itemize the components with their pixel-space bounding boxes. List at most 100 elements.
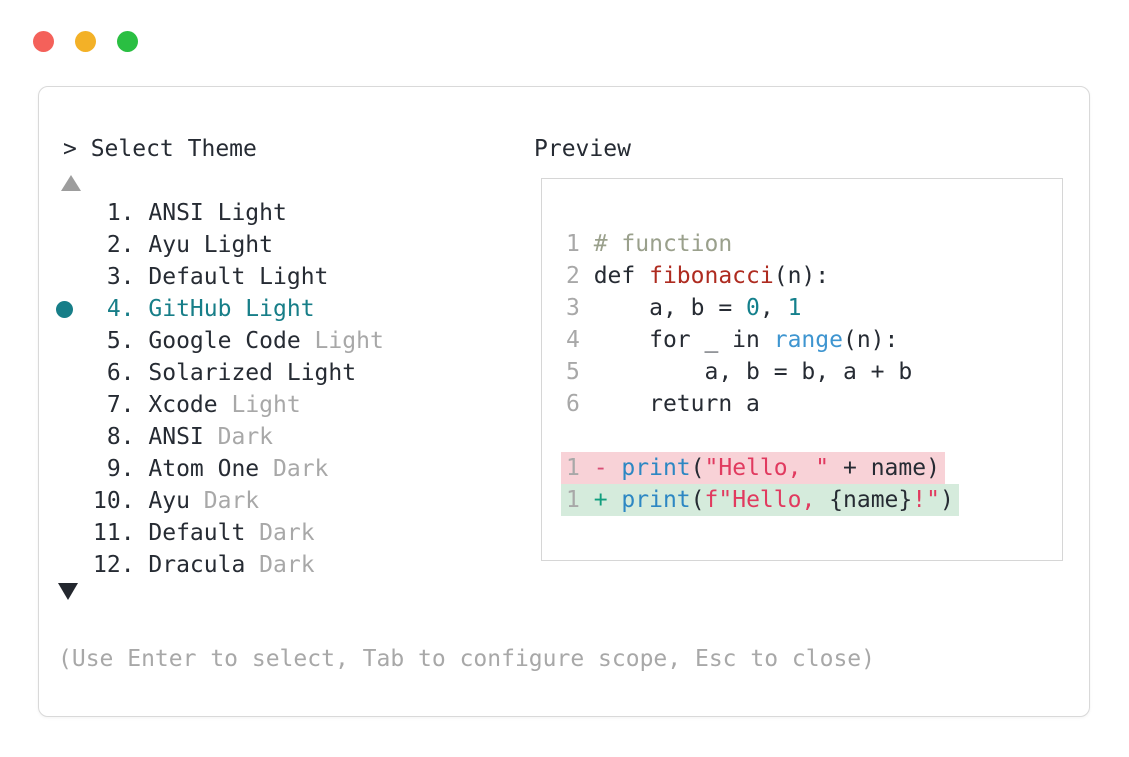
code-line: 6 return a [566, 388, 959, 420]
diff-removed-line: 1 - print("Hello, " + name) [561, 452, 945, 484]
maximize-button[interactable] [117, 31, 138, 52]
code-line: 4 for _ in range(n): [566, 324, 959, 356]
theme-item-label: Xcode [134, 392, 218, 418]
theme-item-number: 10. [93, 488, 135, 514]
theme-item-variant: Dark [259, 456, 329, 482]
code-token-ink: a, b = [593, 295, 747, 321]
theme-item-4[interactable]: 4. GitHub Light [56, 293, 384, 325]
code-token-string: !" [912, 487, 940, 513]
code-token-builtin: range [773, 327, 843, 353]
code-token-ink: ( [690, 487, 705, 513]
theme-item-number: 4. [106, 296, 135, 322]
scroll-down-icon[interactable] [58, 583, 78, 600]
code-token-ink: ) [939, 487, 954, 513]
close-button[interactable] [33, 31, 54, 52]
code-token-ink: (n): [842, 327, 899, 353]
theme-item-number: 7. [106, 392, 135, 418]
line-number: 2 [566, 263, 580, 289]
line-number: 4 [566, 327, 580, 353]
theme-item-11[interactable]: 11. Default Dark [93, 517, 384, 549]
theme-item-variant: Light [217, 392, 301, 418]
theme-item-number: 2. [106, 232, 135, 258]
code-token-ins: + [593, 487, 608, 513]
line-number: 1 [566, 455, 580, 481]
theme-item-number: 6. [106, 360, 135, 386]
theme-item-label: ANSI Light [134, 200, 287, 226]
theme-item-number: 8. [106, 424, 135, 450]
minimize-button[interactable] [75, 31, 96, 52]
theme-item-number: 11. [93, 520, 135, 546]
theme-item-variant: Light [300, 328, 384, 354]
theme-item-label: Ayu [134, 488, 190, 514]
code-token-ink: return a [593, 391, 760, 417]
code-token-ink: ( [690, 455, 705, 481]
diff-added-line: 1 + print(f"Hello, {name}!") [561, 484, 959, 516]
theme-item-variant: Dark [189, 488, 260, 514]
code-token-string: "Hello, " [704, 455, 830, 481]
code-token-number: 0 [746, 295, 760, 321]
code-line-blank [566, 420, 959, 452]
theme-picker-prompt[interactable]: > Select Theme [63, 136, 257, 162]
theme-item-variant: Dark [245, 552, 315, 578]
line-number: 3 [566, 295, 580, 321]
theme-item-number: 12. [93, 552, 135, 578]
code-token-string: f"Hello, [704, 487, 830, 513]
theme-item-variant: Dark [203, 424, 274, 450]
preview-title: Preview [534, 136, 631, 162]
line-number: 5 [566, 359, 580, 385]
code-token-number: 1 [787, 295, 802, 321]
theme-item-1[interactable]: 1. ANSI Light [93, 197, 384, 229]
theme-item-label: Solarized Light [134, 360, 357, 386]
code-token-ink: + name) [829, 455, 940, 481]
code-line: 5 a, b = b, a + b [566, 356, 959, 388]
theme-item-7[interactable]: 7. Xcode Light [93, 389, 384, 421]
theme-item-number: 3. [106, 264, 135, 290]
code-token-ink: , [759, 295, 788, 321]
theme-item-label: Default Light [134, 264, 329, 290]
theme-item-8[interactable]: 8. ANSI Dark [93, 421, 384, 453]
traffic-lights [33, 31, 138, 52]
code-token-call: print [621, 455, 691, 481]
theme-item-label: Ayu Light [134, 232, 274, 258]
code-token-ink: a, b = b, a + b [593, 359, 913, 385]
code-token-del: - [593, 455, 608, 481]
theme-item-label: Default [134, 520, 246, 546]
theme-item-3[interactable]: 3. Default Light [93, 261, 384, 293]
code-token-comment: # function [593, 231, 733, 257]
theme-item-label: Atom One [134, 456, 260, 482]
code-token-ink: {name} [829, 487, 913, 513]
theme-item-label: Dracula [134, 552, 246, 578]
scroll-up-icon[interactable] [61, 175, 81, 191]
theme-item-10[interactable]: 10. Ayu Dark [93, 485, 384, 517]
code-token-ink: def [593, 263, 650, 289]
code-token-call: print [621, 487, 691, 513]
selected-bullet-icon [56, 301, 73, 318]
help-text: (Use Enter to select, Tab to configure s… [58, 646, 875, 672]
theme-item-label: Google Code [134, 328, 301, 354]
theme-item-label: GitHub Light [134, 296, 315, 322]
theme-item-12[interactable]: 12. Dracula Dark [93, 549, 384, 581]
theme-item-9[interactable]: 9. Atom One Dark [93, 453, 384, 485]
theme-item-5[interactable]: 5. Google Code Light [93, 325, 384, 357]
theme-item-2[interactable]: 2. Ayu Light [93, 229, 384, 261]
theme-item-6[interactable]: 6. Solarized Light [93, 357, 384, 389]
line-number: 1 [566, 487, 580, 513]
code-token-ink [608, 487, 622, 513]
theme-item-variant: Dark [245, 520, 315, 546]
theme-item-number: 5. [106, 328, 135, 354]
code-token-ink: (n): [773, 263, 830, 289]
line-number: 6 [566, 391, 580, 417]
code-line: 2 def fibonacci(n): [566, 260, 959, 292]
theme-item-label: ANSI [134, 424, 204, 450]
code-token-ink [608, 455, 622, 481]
code-token-func: fibonacci [649, 263, 774, 289]
code-token-ink: for _ in [593, 327, 774, 353]
theme-item-number: 9. [106, 456, 135, 482]
line-number: 1 [566, 231, 580, 257]
code-line: 1 # function [566, 228, 959, 260]
